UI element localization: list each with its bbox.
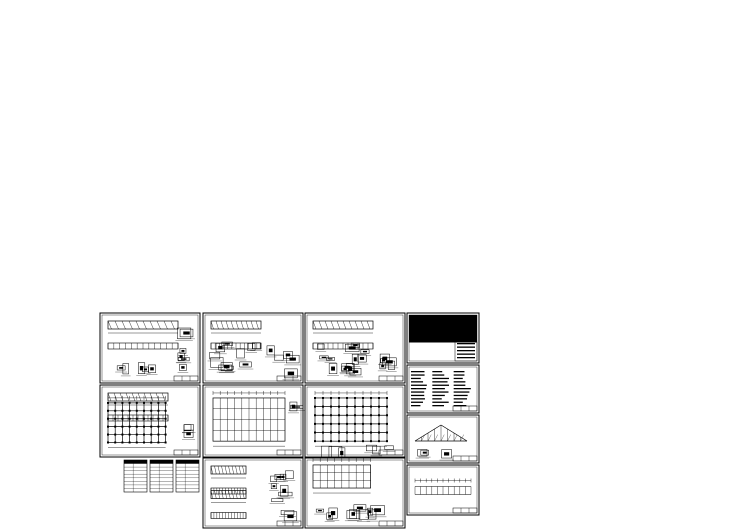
- drawing-sheet-member-details: [304, 312, 406, 384]
- drawing-sheet-column-grid-plan: [202, 384, 306, 458]
- drawing-sheet-small-schedules: [123, 459, 200, 493]
- drawing-sheet-bracing-details: [202, 457, 304, 529]
- drawing-sheet-roof-framing-plan: [99, 384, 201, 458]
- drawing-sheet-general-notes: [406, 364, 480, 414]
- drawing-sheet-wall-framing-elevations: [304, 457, 406, 529]
- drawing-sheet-truss-elevation: [406, 414, 480, 464]
- drawing-sheet-elevation-details: [99, 312, 201, 384]
- drawing-sheet-connection-details: [202, 312, 304, 384]
- drawing-sheet-cover-sheet: [406, 312, 480, 364]
- drawing-sheet-purlin-layout-plan: [304, 384, 406, 461]
- drawing-sheets: [99, 312, 480, 529]
- drawing-sheet-side-elevation: [406, 464, 480, 516]
